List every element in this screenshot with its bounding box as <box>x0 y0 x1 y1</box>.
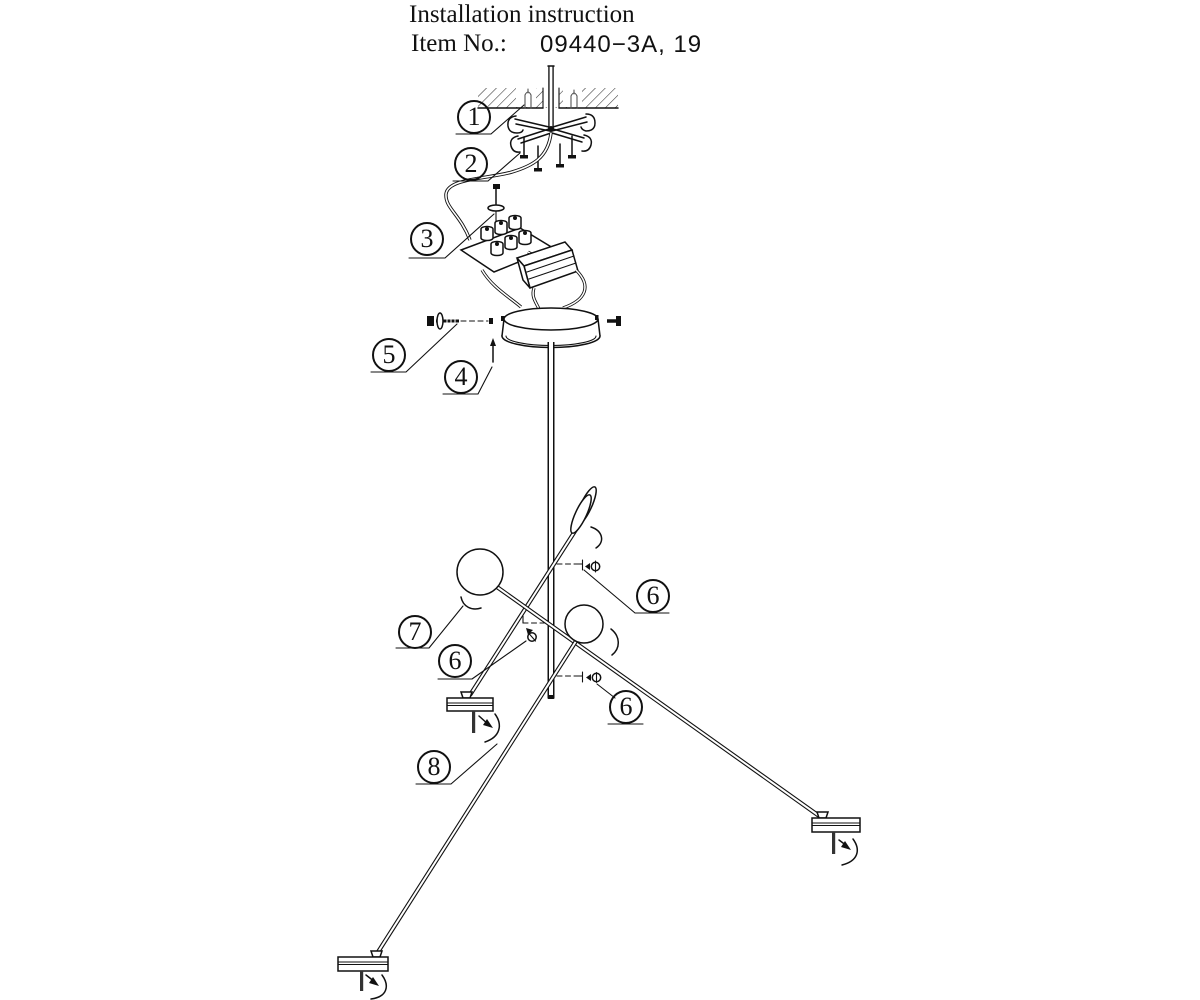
set-screw-mid <box>522 615 547 642</box>
arm-left <box>376 636 580 954</box>
canopy-wires <box>480 268 587 310</box>
lamp-holder-right <box>811 811 861 866</box>
callout-1-label: 1 <box>467 102 481 131</box>
callout-5: 5 <box>372 338 406 372</box>
central-rod <box>547 342 555 699</box>
rotate-arrow-disc <box>590 526 603 549</box>
callout-7: 7 <box>398 615 432 649</box>
ceiling-anchor-left <box>524 88 532 109</box>
callout-4: 4 <box>444 360 478 394</box>
callout-8-label: 8 <box>427 752 441 781</box>
item-no-value: 09440−3A, 19 <box>540 31 703 58</box>
mounting-bracket <box>507 113 596 172</box>
page-title: Installation instruction <box>409 1 635 28</box>
callout-6a: 6 <box>636 579 670 613</box>
canopy <box>501 307 601 349</box>
callout-8: 8 <box>417 750 451 784</box>
callout-4-label: 4 <box>454 362 468 391</box>
terminal-screw-washer <box>487 184 505 227</box>
glass-globe-1 <box>456 548 504 596</box>
item-no-label: Item No.: <box>411 30 507 57</box>
ceiling-anchor-right <box>570 89 578 109</box>
hanger-pipe <box>547 65 555 131</box>
callout-2-label: 2 <box>464 149 478 178</box>
callout-6b: 6 <box>438 644 472 678</box>
callout-1: 1 <box>457 100 491 134</box>
callout-3-label: 3 <box>420 224 434 253</box>
callout-leaders <box>370 104 670 785</box>
callout-2: 2 <box>454 147 488 181</box>
rotate-arrow-globe-2 <box>610 628 619 656</box>
terminals <box>480 214 532 257</box>
callout-5-label: 5 <box>382 340 396 369</box>
callout-7-label: 7 <box>408 617 422 646</box>
callout-6c: 6 <box>609 690 643 724</box>
callout-6c-label: 6 <box>619 692 633 721</box>
glass-globe-2 <box>564 604 604 644</box>
terminal-block <box>459 214 555 273</box>
lamp-disc <box>570 486 603 549</box>
callout-6a-label: 6 <box>646 581 660 610</box>
callout-3: 3 <box>410 222 444 256</box>
arm-top <box>468 526 579 697</box>
side-screw-right <box>607 316 621 326</box>
set-screw-bottom <box>556 671 602 684</box>
locking-pin <box>490 338 496 363</box>
rotate-arrow-globe-1 <box>460 596 482 610</box>
ceiling <box>477 87 619 109</box>
side-screw-left <box>427 312 493 330</box>
lamp-holder-mid <box>446 691 501 743</box>
driver-box <box>515 241 579 289</box>
lamp-holder-left <box>337 950 389 1000</box>
set-screw-top <box>556 559 601 573</box>
callout-6b-label: 6 <box>448 646 462 675</box>
arm-right <box>495 585 824 820</box>
bracket-studs <box>520 135 576 172</box>
